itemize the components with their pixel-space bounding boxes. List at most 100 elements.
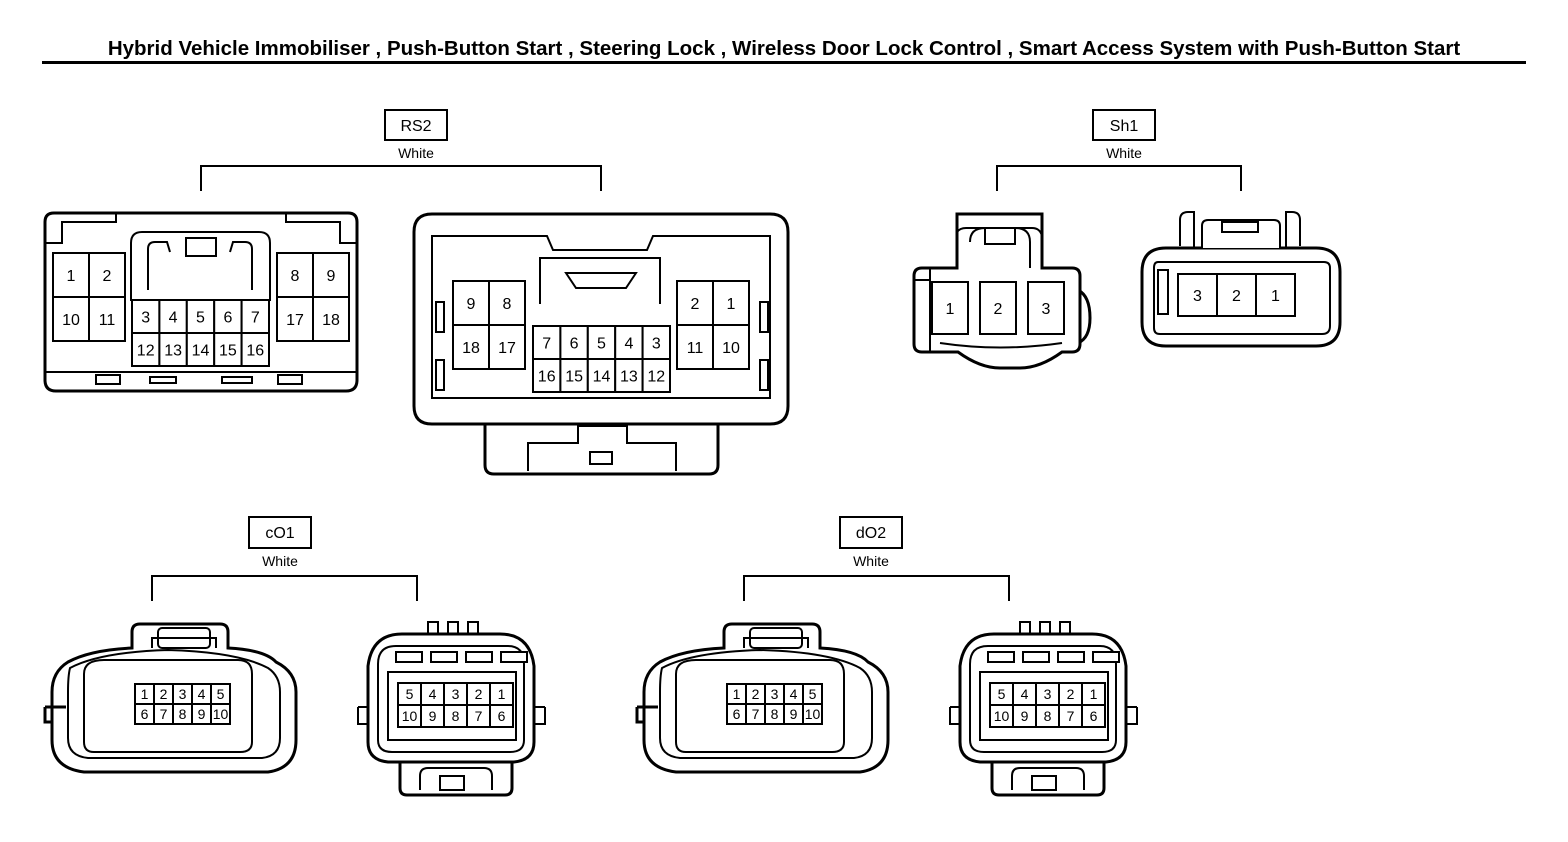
do2-right-pin-10: 10 — [994, 708, 1010, 724]
rs2-left-pin-1: 1 — [67, 268, 76, 285]
sh1-right-pin-3: 3 — [1193, 288, 1202, 305]
do2-right-pin-frame — [979, 671, 1109, 741]
co1-right-side-ribs — [357, 706, 546, 725]
sh1-right-key — [1157, 269, 1169, 315]
co1-right-slot — [430, 651, 458, 663]
rs2-right-pin-cell — [712, 324, 750, 370]
do2-left-inner — [675, 659, 845, 753]
rs2-right-pin-17: 17 — [498, 340, 516, 357]
rs2-left-pin-10: 10 — [62, 312, 80, 329]
sh1-left-pin-cell — [979, 281, 1017, 335]
rs2-right-pin-4: 4 — [624, 336, 633, 353]
rs2-right-pin-cell — [676, 280, 714, 326]
do2-left-pin-7: 7 — [752, 706, 760, 722]
sh1-color: White — [1106, 145, 1142, 161]
rs2-left-pin-2: 2 — [103, 268, 112, 285]
co1-left-pin-5: 5 — [217, 686, 225, 702]
rs2-right-pin-6: 6 — [570, 336, 579, 353]
co1-right-lock-outline — [419, 767, 493, 790]
rs2-left-pin-cell — [131, 299, 161, 334]
do2-right-pin-3: 3 — [1044, 686, 1052, 702]
rs2-right-guide-l2 — [435, 359, 445, 391]
rs2-right-pin-2: 2 — [691, 296, 700, 313]
rs2-left-pin-16: 16 — [246, 343, 264, 360]
rs2-right-pin-8: 8 — [503, 296, 512, 313]
rs2-left-pin-cell — [88, 296, 126, 342]
co1-right-pin-4: 4 — [429, 686, 437, 702]
co1-left-inner — [83, 659, 253, 753]
sh1-right-latch-window — [1221, 221, 1259, 233]
co1-right-top-rib — [427, 621, 439, 634]
do2-right-pin-5: 5 — [998, 686, 1006, 702]
rs2-left-center-hood — [130, 231, 271, 301]
co1-left-pin-9: 9 — [198, 706, 206, 722]
rs2-right-pin-14: 14 — [593, 369, 611, 386]
rs2-left-pin-cell — [312, 296, 350, 342]
sh1-left-pin-cell — [931, 281, 969, 335]
rs2-right-pin-18: 18 — [462, 340, 480, 357]
do2-right-slot — [1057, 651, 1085, 663]
co1-right-slot — [465, 651, 493, 663]
rs2-left-pin-15: 15 — [219, 343, 237, 360]
rs2-right-pin-15: 15 — [565, 369, 583, 386]
co1-right-lock-tab — [439, 775, 465, 791]
co1-right-pin-6: 6 — [498, 708, 506, 724]
rs2-right-key — [564, 272, 638, 289]
rs2-right-pin-16: 16 — [538, 369, 556, 386]
rs2-right-lock-tab — [589, 451, 613, 465]
rs2-right-pin-1: 1 — [727, 296, 736, 313]
co1-left-latch-rail — [151, 637, 217, 648]
co1-right-top-rib — [467, 621, 479, 634]
do2-left-pin-3: 3 — [771, 686, 779, 702]
rs2-left-pin-cell — [312, 252, 350, 298]
do2-right-lock-outline — [1011, 767, 1085, 790]
sh1-right-posts — [1179, 211, 1301, 250]
do2-right-top-rib — [1019, 621, 1031, 634]
co1-left-pin-3: 3 — [179, 686, 187, 702]
sh1-left-latch — [969, 227, 1031, 268]
co1-left-pin-7: 7 — [160, 706, 168, 722]
rs2-right-guide-r1 — [759, 301, 769, 333]
rs2-right-pin-cell — [676, 324, 714, 370]
do2-left-pin-5: 5 — [809, 686, 817, 702]
co1-right-pin-8: 8 — [452, 708, 460, 724]
rs2-right-pin-cell — [488, 280, 526, 326]
do2-left-latch-rail — [743, 637, 809, 648]
sh1-left-pin-2: 2 — [994, 301, 1003, 318]
co1-left-pin-2: 2 — [160, 686, 168, 702]
rs2-label: RS2 — [400, 118, 431, 135]
rs2-left-pin-cell — [52, 252, 90, 298]
co1-right-slot — [395, 651, 423, 663]
do2-left-pin-cell — [802, 703, 823, 725]
rs2-left-pin-14: 14 — [192, 343, 210, 360]
do2-left-pin-1: 1 — [733, 686, 741, 702]
rs2-left-latch-4 — [277, 374, 303, 385]
rs2-right-pin-cell — [488, 324, 526, 370]
co1-label: cO1 — [265, 525, 294, 542]
rs2-right-pin-cell — [532, 325, 562, 360]
do2-right-pin-4: 4 — [1021, 686, 1029, 702]
rs2-left-latch-2 — [149, 376, 177, 384]
do2-left-pin-8: 8 — [771, 706, 779, 722]
rs2-left-pin-cell — [52, 296, 90, 342]
sh1-label: Sh1 — [1110, 118, 1139, 135]
do2-left-pin-9: 9 — [790, 706, 798, 722]
rs2-right-pin-9: 9 — [467, 296, 476, 313]
rs2-right-center-recess — [539, 257, 661, 304]
rs2-bracket — [200, 165, 602, 191]
do2-right-slot — [1022, 651, 1050, 663]
rs2-right-guide-r2 — [759, 359, 769, 391]
co1-right-pin-10: 10 — [402, 708, 418, 724]
co1-right-pin-7: 7 — [475, 708, 483, 724]
rs2-left-pin-3: 3 — [141, 310, 150, 327]
rs2-left-latch-1 — [95, 374, 121, 385]
do2-right-lock-tab — [1031, 775, 1057, 791]
co1-color: White — [262, 553, 298, 569]
do2-color: White — [853, 553, 889, 569]
co1-right-pin-9: 9 — [429, 708, 437, 724]
do2-right-pin-cell — [1081, 704, 1106, 728]
rs2-right-pin-cell — [641, 358, 671, 393]
co1-left-pin-cell — [210, 703, 231, 725]
